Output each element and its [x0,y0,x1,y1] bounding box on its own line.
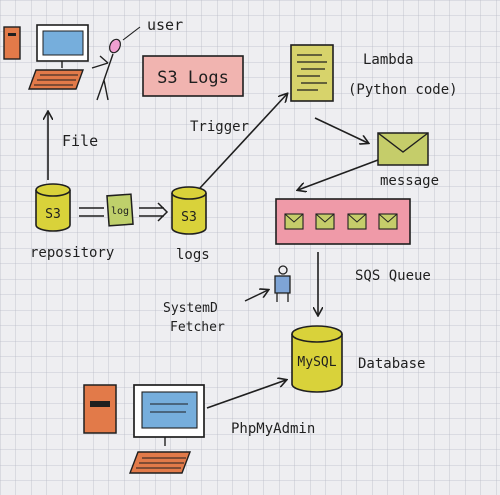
mysql-label: MySQL [297,355,336,370]
phpmyadmin-label: PhpMyAdmin [231,421,315,437]
lambda-to-message-arrow [314,117,368,143]
sqs-queue-box [275,198,411,245]
trigger-label: Trigger [190,119,249,135]
s3-logs-box: S3 Logs [142,55,244,97]
lambda-document-icon [290,44,334,102]
lambda-subtitle: (Python code) [348,82,458,98]
s3-logs-icon-label: S3 [181,210,197,225]
fetcher-pointer-arrow [244,290,268,302]
logs-label: logs [176,247,210,263]
s3-logs-label: S3 Logs [157,68,229,88]
lambda-label: Lambda [363,52,414,68]
trigger-arrow [199,94,287,189]
message-envelope-icon [377,132,429,166]
repository-link [79,207,104,217]
s3-repo-icon-label: S3 [45,207,61,222]
user-label: user [147,16,183,34]
log-to-s3-arrow [139,202,169,222]
user-computer-icon [3,24,89,90]
database-label: Database [358,356,425,372]
fetcher-label: Fetcher [170,320,225,335]
fetcher-worker-icon [274,265,291,302]
sqs-queue-label: SQS Queue [355,268,431,284]
log-document-label: log [111,206,129,217]
log-document-icon: log [106,193,134,227]
message-to-queue-arrow [298,159,379,190]
mysql-database-icon: MySQL [291,325,343,393]
admin-to-database-arrow [206,380,286,409]
s3-repository-icon: S3 [35,183,71,232]
user-person-icon [91,26,141,101]
s3-logs-bucket-icon: S3 [171,186,207,235]
repository-label: repository [30,245,114,261]
file-label: File [62,132,98,150]
admin-computer-icon [83,384,205,474]
systemd-label: SystemD [163,301,218,316]
message-label: message [380,173,439,189]
